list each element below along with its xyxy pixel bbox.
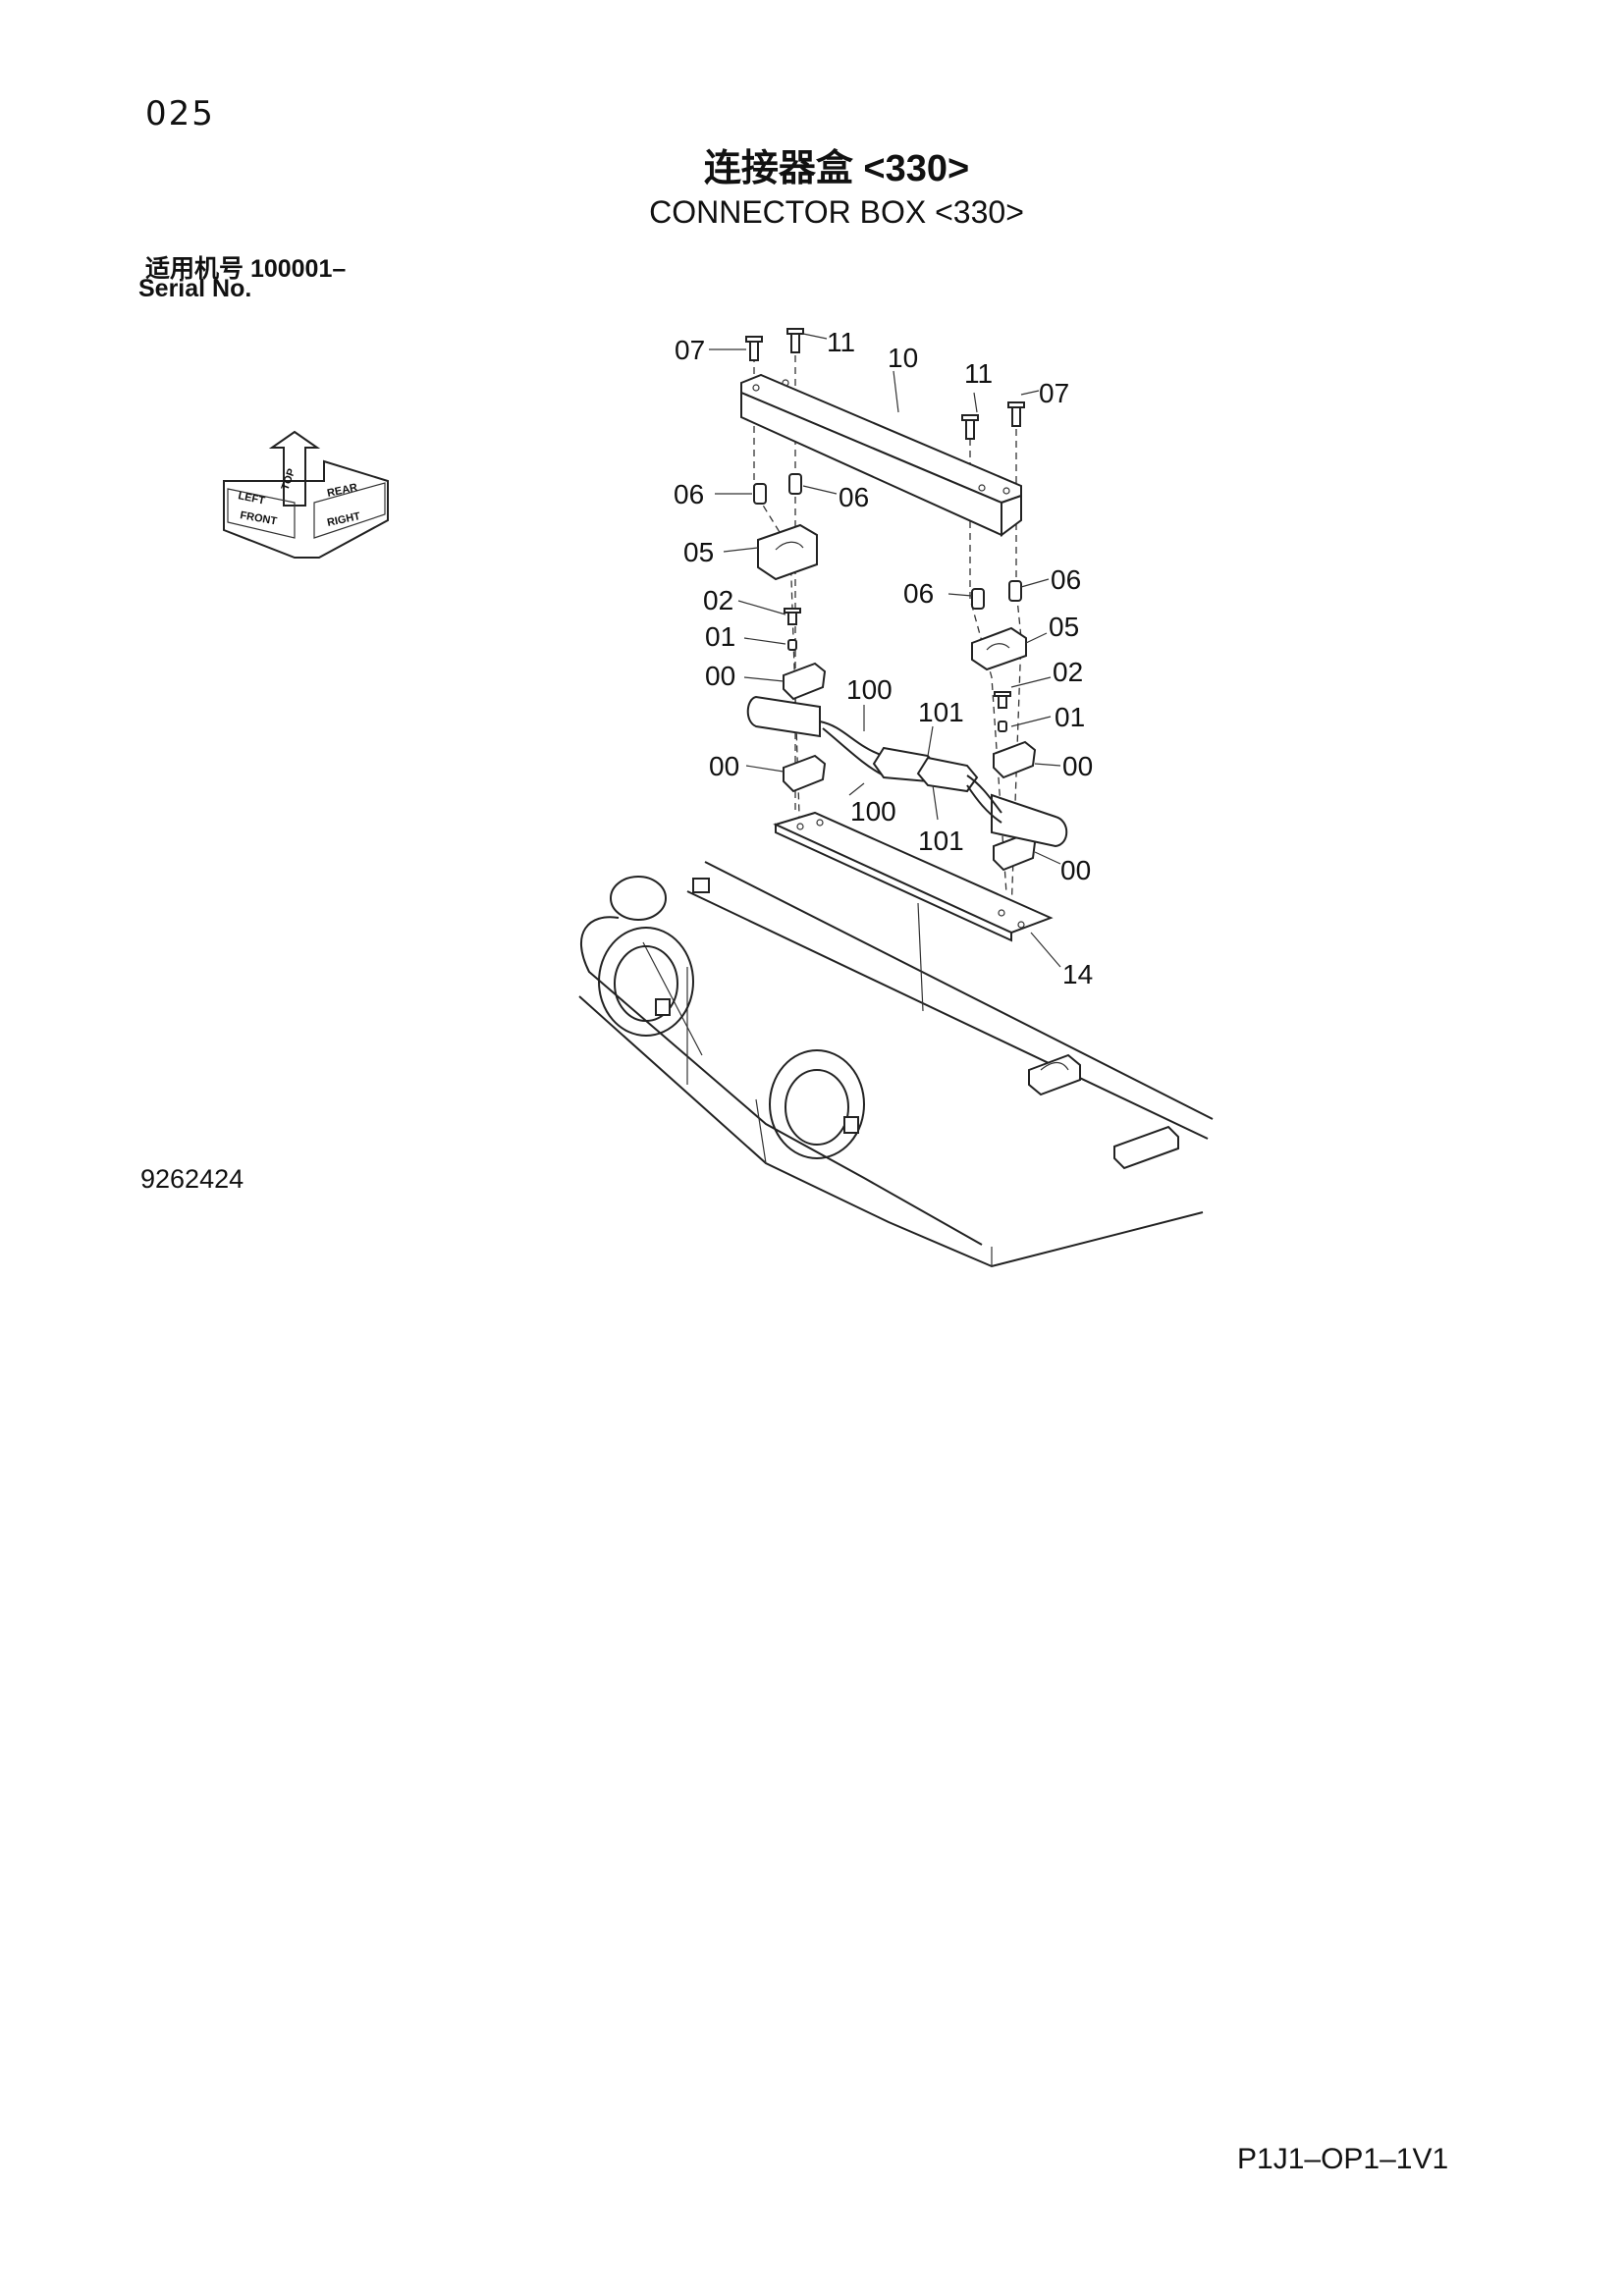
callout-02: 02 [703,585,733,615]
callout-05: 05 [683,537,714,567]
callout-06: 06 [839,482,869,512]
badge-rear-label: REAR [326,482,358,500]
serial-label-english: Serial No. [138,275,252,302]
drawing-number: 9262424 [140,1164,244,1194]
top-cover-part-10 [740,373,1022,537]
badge-left-label: LEFT [237,490,266,507]
bolts-and-washers [784,608,1011,732]
badge-right-label: RIGHT [326,510,361,529]
callout-02: 02 [1053,657,1083,687]
callout-100: 100 [850,796,896,827]
page-number: 025 [145,94,215,133]
callout-00: 00 [1060,855,1091,885]
callout-01: 01 [705,621,735,652]
callout-00: 00 [705,661,735,691]
boom-structure [578,861,1214,1268]
clamps-part-00 [783,662,1037,872]
badge-top-label: TOP [280,467,298,492]
callout-00: 00 [709,751,739,781]
callout-01: 01 [1055,702,1085,732]
callout-14: 14 [1062,959,1093,989]
callout-06: 06 [1051,564,1081,595]
base-plate-part-14 [773,811,1054,942]
orientation-badge: FRONT RIGHT TOP LEFT REAR [223,430,389,559]
callout-00: 00 [1062,751,1093,781]
connector-icon [916,756,979,793]
callout-07: 07 [675,335,705,365]
callout-100: 100 [846,674,893,705]
callout-11: 11 [964,358,993,389]
serial-label-chinese: 适用机号 100001– [145,255,347,283]
callout-06: 06 [903,578,934,609]
bolts-top [745,328,1025,440]
callout-101: 101 [918,697,964,727]
callout-11: 11 [827,327,855,357]
badge-front-label: FRONT [239,509,278,527]
page-title-chinese: 连接器盒 <330> [703,148,970,189]
page-code: P1J1–OP1–1V1 [1237,2143,1449,2175]
callout-06: 06 [674,479,704,509]
spacers-part-06 [753,473,1022,610]
front-arrow-icon [227,488,296,539]
callout-07: 07 [1039,378,1069,408]
callout-10: 10 [888,343,918,373]
page-title-english: CONNECTOR BOX <330> [649,194,1024,230]
callout-05: 05 [1049,612,1079,642]
leader-lines [709,333,1061,968]
right-arrow-icon [313,482,386,539]
brackets-part-05 [757,523,1027,671]
up-arrow-icon [268,430,321,507]
callout-labels: 07 11 10 11 07 06 06 05 06 06 02 05 01 0… [674,327,1093,989]
callout-101: 101 [918,826,964,856]
